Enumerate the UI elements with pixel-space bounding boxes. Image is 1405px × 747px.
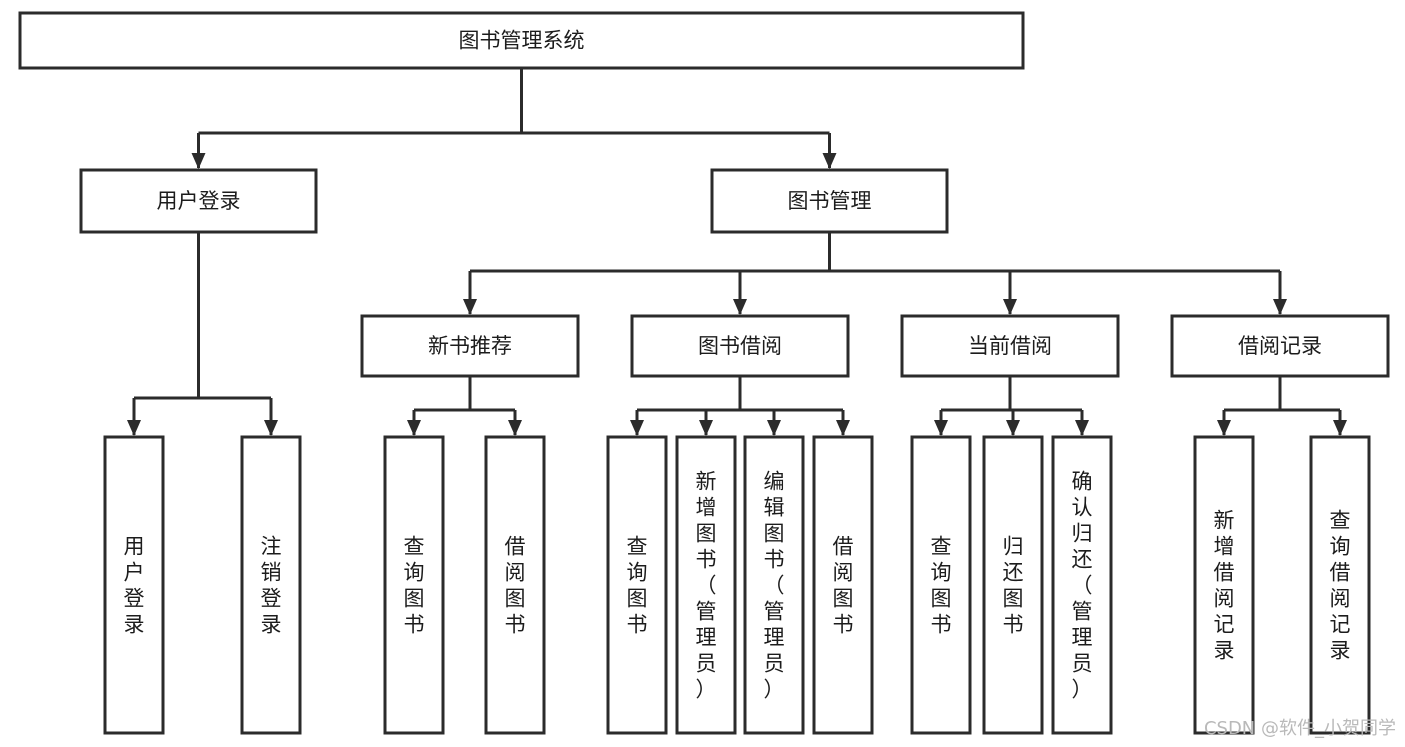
- node-label-query-book-2: 查询图书: [627, 534, 648, 636]
- node-book-borrow[interactable]: 图书借阅: [630, 314, 850, 378]
- arrowhead-book-borrow-0: [630, 420, 644, 436]
- node-label-confirm-return-admin: 确认归还（管理员）: [1072, 469, 1093, 701]
- node-query-borrow-record[interactable]: 查询借阅记录: [1309, 435, 1371, 735]
- node-label-add-book-admin: 新增图书（管理员）: [696, 469, 717, 701]
- node-box-book-management: [710, 168, 949, 234]
- arrowhead-book-borrow-1: [699, 420, 713, 436]
- nodes-layer: 图书管理系统用户登录图书管理新书推荐图书借阅当前借阅借阅记录用户登录注销登录查询…: [18, 11, 1390, 735]
- node-box-query-book-3: [910, 435, 972, 735]
- node-add-book-admin[interactable]: 新增图书（管理员）: [675, 435, 737, 735]
- node-label-login: 用户登录: [124, 534, 145, 636]
- arrowhead-root-0: [191, 153, 206, 169]
- node-label-query-borrow-record: 查询借阅记录: [1330, 508, 1351, 662]
- arrowhead-borrow-record-1: [1333, 420, 1347, 436]
- node-box-edit-book-admin: [743, 435, 805, 735]
- node-box-add-book-admin: [675, 435, 737, 735]
- node-box-current-borrow: [900, 314, 1120, 378]
- arrowhead-book-borrow-3: [836, 420, 850, 436]
- node-label-root: 图书管理系统: [459, 29, 585, 53]
- node-box-query-book-2: [606, 435, 668, 735]
- node-label-book-borrow: 图书借阅: [698, 334, 782, 358]
- arrowhead-book-mgmt-2: [1003, 299, 1017, 315]
- node-box-add-borrow-record: [1193, 435, 1255, 735]
- node-query-book-1[interactable]: 查询图书: [383, 435, 445, 735]
- node-new-book-recommend[interactable]: 新书推荐: [360, 314, 580, 378]
- node-label-current-borrow: 当前借阅: [968, 334, 1052, 358]
- node-label-borrow-record: 借阅记录: [1238, 334, 1322, 358]
- node-box-query-borrow-record: [1309, 435, 1371, 735]
- node-current-borrow[interactable]: 当前借阅: [900, 314, 1120, 378]
- node-box-login: [103, 435, 165, 735]
- node-query-book-2[interactable]: 查询图书: [606, 435, 668, 735]
- node-box-borrow-book-2: [812, 435, 874, 735]
- node-label-borrow-book-2: 借阅图书: [833, 534, 854, 636]
- node-logout[interactable]: 注销登录: [240, 435, 302, 735]
- node-add-borrow-record[interactable]: 新增借阅记录: [1193, 435, 1255, 735]
- node-return-book[interactable]: 归还图书: [982, 435, 1044, 735]
- arrowhead-user-login-1: [264, 420, 278, 436]
- node-label-borrow-book-1: 借阅图书: [505, 534, 526, 636]
- node-label-query-book-1: 查询图书: [404, 534, 425, 636]
- node-box-borrow-book-1: [484, 435, 546, 735]
- arrowhead-borrow-record-0: [1217, 420, 1231, 436]
- node-label-query-book-3: 查询图书: [931, 534, 952, 636]
- arrowhead-current-borrow-0: [934, 420, 948, 436]
- node-label-user-login: 用户登录: [157, 189, 241, 213]
- node-box-logout: [240, 435, 302, 735]
- node-edit-book-admin[interactable]: 编辑图书（管理员）: [743, 435, 805, 735]
- node-login[interactable]: 用户登录: [103, 435, 165, 735]
- arrowhead-book-mgmt-3: [1273, 299, 1287, 315]
- arrowhead-new-book-recommend-0: [407, 420, 421, 436]
- node-box-confirm-return-admin: [1051, 435, 1113, 735]
- node-box-book-borrow: [630, 314, 850, 378]
- arrowhead-book-mgmt-1: [733, 299, 747, 315]
- node-root[interactable]: 图书管理系统: [18, 11, 1025, 70]
- node-box-root: [18, 11, 1025, 70]
- node-confirm-return-admin[interactable]: 确认归还（管理员）: [1051, 435, 1113, 735]
- node-borrow-book-1[interactable]: 借阅图书: [484, 435, 546, 735]
- node-borrow-book-2[interactable]: 借阅图书: [812, 435, 874, 735]
- node-query-book-3[interactable]: 查询图书: [910, 435, 972, 735]
- node-box-new-book-recommend: [360, 314, 580, 378]
- arrowhead-current-borrow-1: [1006, 420, 1020, 436]
- node-borrow-record[interactable]: 借阅记录: [1170, 314, 1390, 378]
- watermark-label: CSDN @软件_小贺同学: [1204, 718, 1396, 739]
- node-label-edit-book-admin: 编辑图书（管理员）: [764, 469, 785, 701]
- arrowhead-book-borrow-2: [767, 420, 781, 436]
- node-box-user-login: [79, 168, 318, 234]
- arrowhead-user-login-0: [127, 420, 141, 436]
- node-label-logout: 注销登录: [261, 534, 282, 636]
- arrowhead-new-book-recommend-1: [508, 420, 522, 436]
- arrowhead-book-mgmt-0: [463, 299, 477, 315]
- node-box-query-book-1: [383, 435, 445, 735]
- node-box-return-book: [982, 435, 1044, 735]
- arrowhead-current-borrow-2: [1075, 420, 1089, 436]
- node-box-borrow-record: [1170, 314, 1390, 378]
- node-label-new-book-recommend: 新书推荐: [428, 334, 512, 358]
- node-label-add-borrow-record: 新增借阅记录: [1214, 508, 1235, 662]
- node-label-return-book: 归还图书: [1003, 534, 1024, 636]
- arrowhead-root-1: [822, 153, 837, 169]
- node-label-book-management: 图书管理: [788, 189, 872, 213]
- node-book-management[interactable]: 图书管理: [710, 168, 949, 234]
- connectors-layer: [127, 68, 1347, 436]
- node-user-login[interactable]: 用户登录: [79, 168, 318, 234]
